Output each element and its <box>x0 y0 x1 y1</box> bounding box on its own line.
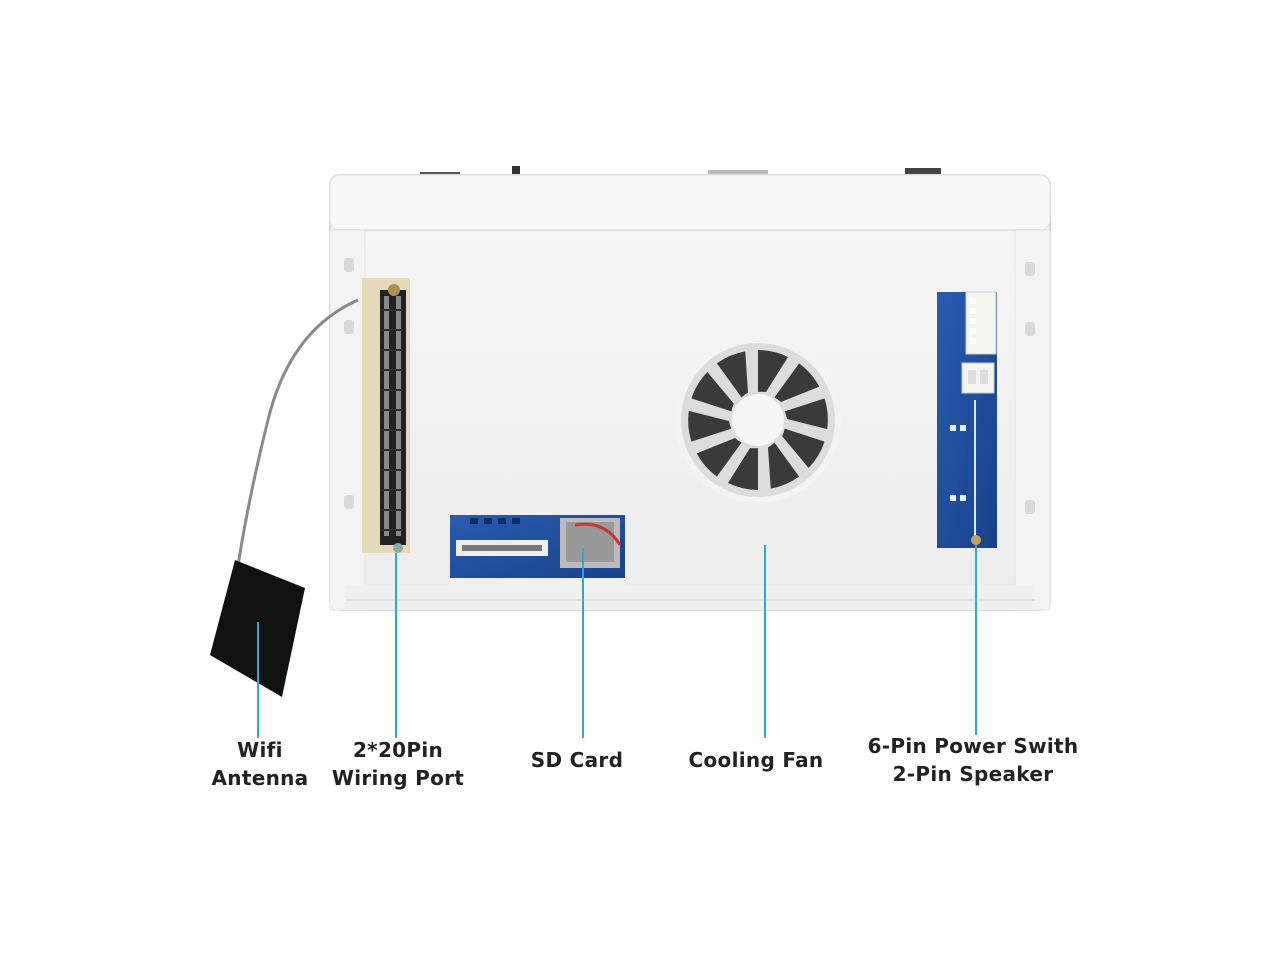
label-wifi-antenna: Wifi Antenna <box>211 738 309 790</box>
callout-lines <box>257 545 977 738</box>
label-power-speaker: 6-Pin Power Swith 2-Pin Speaker <box>867 734 1079 786</box>
label-sd-card: SD Card <box>530 748 624 772</box>
connector-window <box>937 291 997 548</box>
sd-card-window <box>450 515 625 596</box>
fan-grille <box>675 337 841 503</box>
label-cooling-fan: Cooling Fan <box>688 748 824 772</box>
label-pin-wiring-port: 2*20Pin Wiring Port <box>331 738 465 790</box>
pin-header-window <box>362 278 410 553</box>
